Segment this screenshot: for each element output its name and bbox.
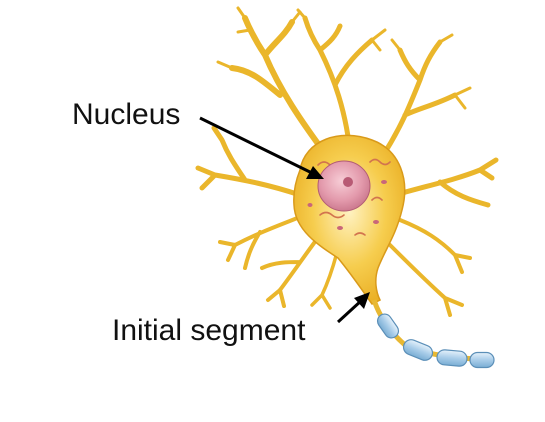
- myelin-segment: [436, 349, 468, 367]
- nucleolus: [343, 177, 353, 187]
- arrow-nucleus: [199, 116, 324, 179]
- myelin-segment: [376, 313, 400, 339]
- myelin-segment: [469, 351, 495, 369]
- nucleus: [317, 160, 371, 212]
- initial-segment-label: Initial segment: [112, 314, 306, 347]
- cell-body: [293, 134, 406, 305]
- myelin-sheath: [376, 313, 495, 369]
- myelin-segment: [402, 339, 434, 361]
- dendrites: [195, 6, 499, 317]
- nucleus-label: Nucleus: [72, 98, 181, 131]
- arrow-initial-segment: [336, 292, 370, 324]
